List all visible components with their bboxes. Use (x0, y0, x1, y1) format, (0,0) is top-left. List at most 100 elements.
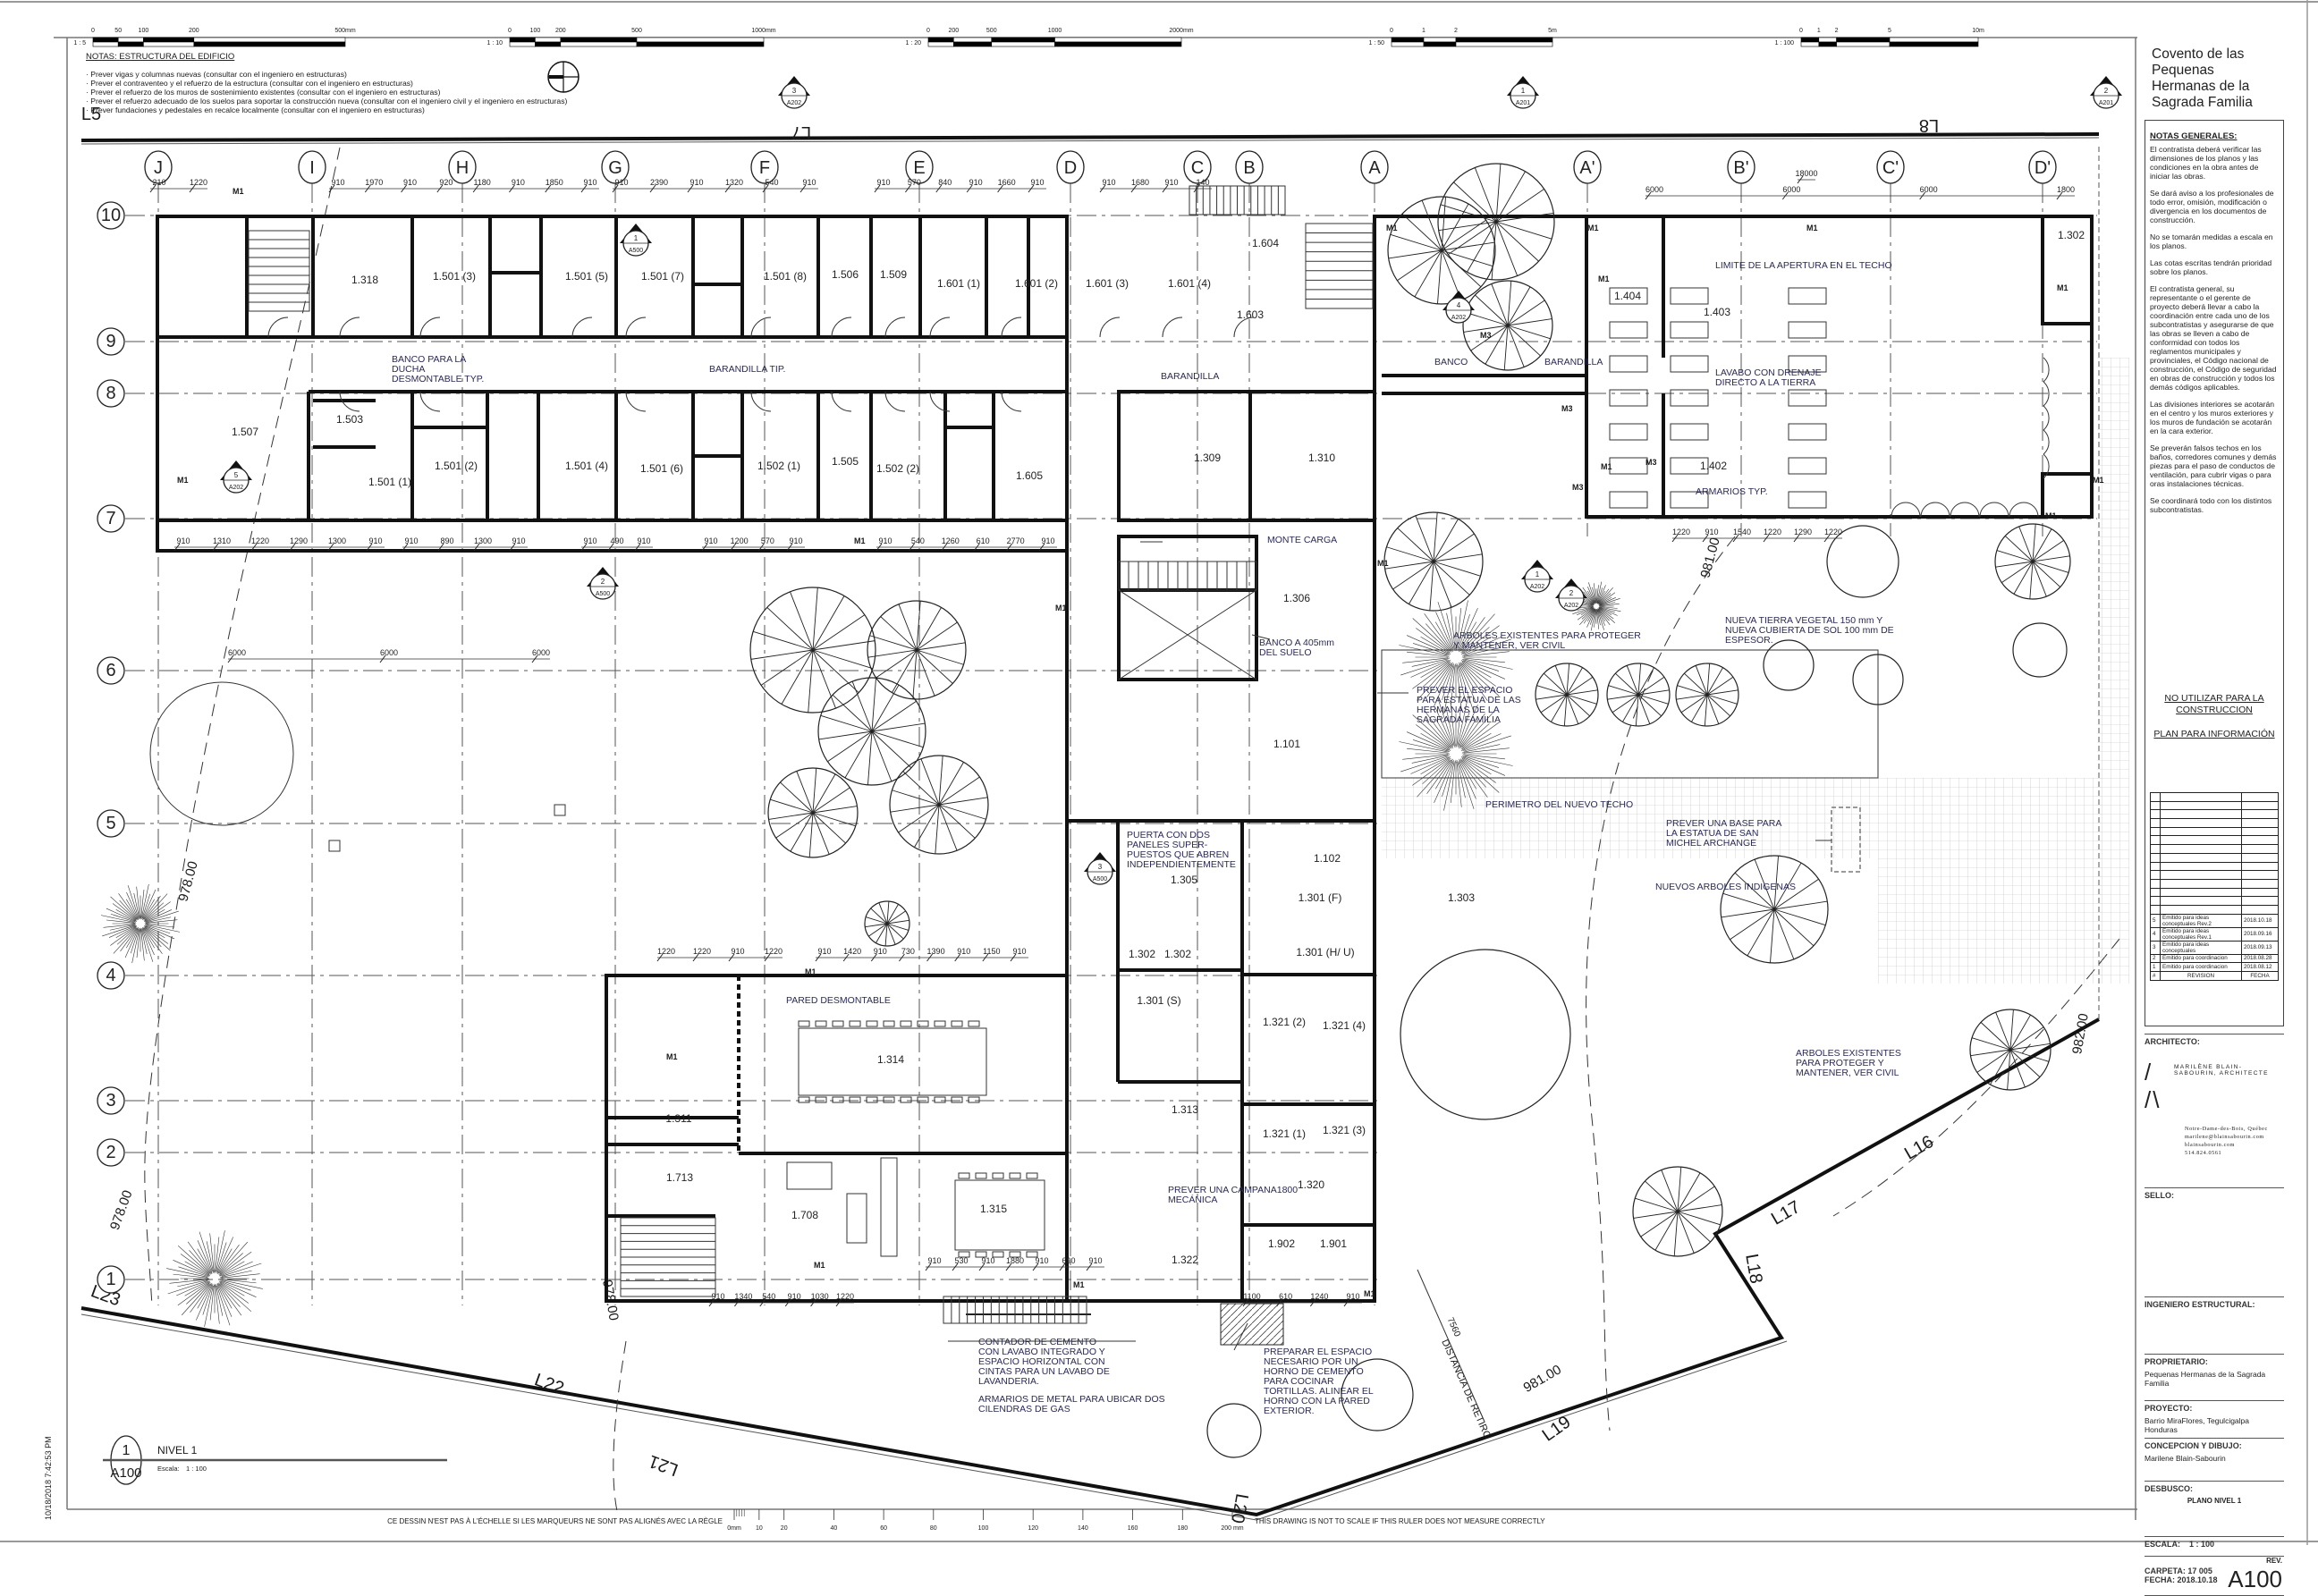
structure-note: · Prever fundaciones y pedestales en rec… (86, 106, 425, 114)
tree-foliage (1459, 714, 1485, 748)
tree-foliage (1464, 755, 1513, 766)
tree-foliage (1450, 700, 1456, 747)
section-sheet: A500 (1093, 876, 1107, 882)
tree-icon (1675, 663, 1739, 727)
scale-segment (1836, 37, 1891, 43)
leader-line (1251, 634, 1271, 640)
tree-branch (1976, 1049, 2011, 1073)
tree-foliage (1592, 587, 1596, 604)
plan-annotation: PARED DESMONTABLE (786, 995, 891, 1006)
room-label: 1.320 (1298, 1178, 1324, 1191)
elevation-label: 978.00 (176, 859, 201, 903)
dimension-tick (649, 184, 656, 193)
grid-row-label: 7 (106, 509, 115, 528)
tree-foliage (1434, 758, 1453, 790)
tree-branch (1637, 667, 1654, 696)
tree-foliage (216, 1242, 227, 1274)
room-label: 1.503 (336, 413, 363, 426)
tree-branch (2009, 1026, 2044, 1051)
annotation-line: LA ESTATUA DE SAN (1666, 828, 1758, 839)
door-swing (339, 391, 360, 412)
tree-foliage (1434, 718, 1453, 749)
tree-branch (2001, 561, 2034, 584)
grid-bubble (97, 1086, 125, 1115)
tree-foliage (133, 892, 140, 919)
tree-foliage (177, 1279, 209, 1288)
tree-branch (898, 804, 940, 833)
annotation-line: LAVABO CON DRENAJE (1715, 367, 1822, 378)
tree-branch (916, 607, 942, 651)
tree-branch (812, 768, 817, 814)
tree-foliage (1598, 593, 1612, 605)
revision-row-empty (2150, 826, 2279, 837)
chair (883, 1096, 895, 1103)
tree-branch (1384, 561, 1434, 570)
tree-branch (1747, 908, 1775, 957)
tree-icon (1383, 511, 1484, 612)
annotation-line: BARANDILLA (1544, 357, 1603, 367)
dimension-tick (1193, 184, 1200, 193)
room-label: 1.605 (1016, 469, 1043, 482)
tree-foliage (144, 926, 169, 944)
section-number: 1 (634, 234, 639, 242)
tree-foliage (1399, 741, 1448, 753)
tree-branch (1453, 182, 1497, 223)
tree-branch (768, 812, 814, 820)
tree-foliage (202, 1283, 214, 1315)
dimension-value: 910 (512, 536, 525, 545)
scale-segment (1818, 41, 1837, 47)
tree-branch (820, 714, 873, 732)
tree-foliage (1462, 744, 1501, 753)
tree-foliage (118, 893, 138, 920)
annotation-line: Y MANTENER, VER CIVIL (1453, 640, 1565, 651)
tree-foliage (144, 893, 168, 920)
ruler-tick-label: 120 (1028, 1525, 1038, 1532)
ruler-tick-label: 140 (1078, 1525, 1088, 1532)
dimension-value: 920 (439, 178, 453, 187)
tree-foliage (1459, 758, 1477, 790)
tree-branch (1706, 694, 1720, 724)
tree-foliage (115, 925, 138, 939)
dimension-value: 910 (802, 178, 816, 187)
tree-foliage (141, 893, 151, 920)
scale-segment (193, 41, 346, 47)
paved-terrace-east (1878, 778, 2102, 984)
room-label: 1.301 (H/ U) (1296, 946, 1354, 958)
tree-branch (1507, 281, 1512, 326)
tree-branch (1467, 221, 1497, 273)
dining-table (798, 1027, 987, 1096)
dimension-tick (1038, 543, 1045, 552)
chair (968, 1096, 980, 1103)
grid-column-label: I (309, 158, 315, 178)
tree-canopy (864, 900, 910, 947)
grid-bubble (2028, 150, 2057, 184)
dimension-value: 1220 (1764, 528, 1781, 536)
chair (934, 1020, 946, 1027)
ruler-tick-label: 100 (978, 1525, 989, 1532)
chair (832, 1096, 844, 1103)
tree-foliage (143, 925, 165, 939)
section-number: 1 (1535, 570, 1540, 578)
room-label: 1.501 (1) (368, 476, 411, 488)
tree-foliage (1450, 604, 1456, 650)
room-label: 1.101 (1273, 738, 1300, 750)
design-section: CONCEPCION Y DIBUJO:Marilene Blain-Sabou… (2145, 1438, 2284, 1474)
tree-foliage (1459, 704, 1478, 747)
door-swing (571, 317, 593, 338)
tree-foliage (1412, 758, 1450, 786)
section-number: 2 (2104, 87, 2109, 95)
tree-foliage (220, 1280, 257, 1297)
grid-bubble (97, 504, 125, 533)
tree-branch (867, 649, 918, 658)
tree-branch (1507, 325, 1551, 340)
tree-foliage (1598, 608, 1616, 623)
dimension-tick (1242, 1298, 1249, 1307)
grid-column-label: D (1064, 158, 1077, 178)
tree-foliage (1599, 597, 1616, 605)
tree-foliage (1424, 710, 1451, 747)
tree-foliage (1583, 591, 1595, 604)
room-label: 1.601 (3) (1086, 277, 1129, 290)
scale-tick: 2 (1454, 28, 1458, 34)
tree-foliage (1437, 698, 1454, 746)
